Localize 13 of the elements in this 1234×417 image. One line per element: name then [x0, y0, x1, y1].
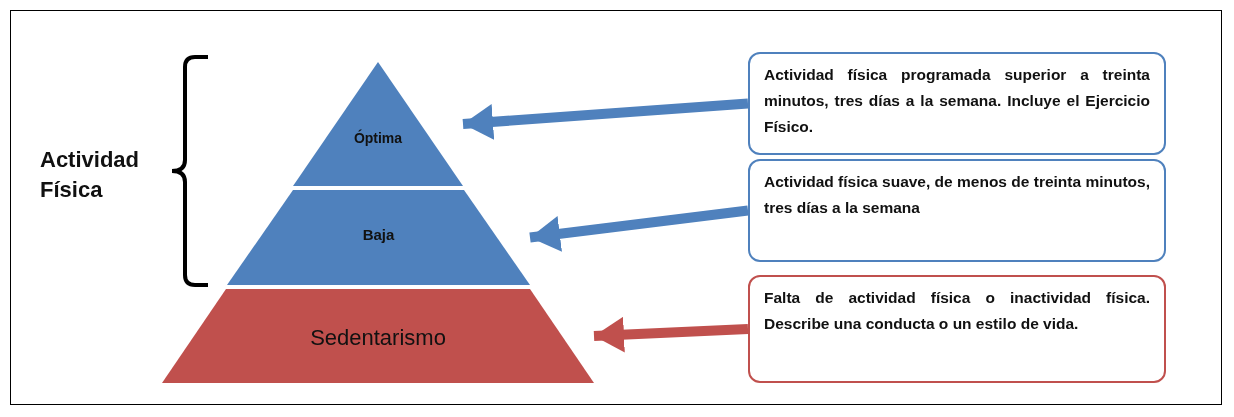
pyramid-middle-level	[227, 190, 530, 285]
level-label: Sedentarismo	[309, 324, 447, 351]
level-label: Óptima	[352, 130, 404, 147]
arrow	[529, 205, 749, 252]
arrow	[593, 316, 749, 353]
level-label: Baja	[361, 226, 396, 244]
pyramid-base-level	[162, 289, 594, 383]
description-box: Actividad física programada superior a treinta minutos, tres días a la semana. Incluye el Ejercicio Físico.	[748, 52, 1166, 155]
description-box: Falta de actividad física o inactividad física. Describe una conducta o un estilo de vida.	[748, 275, 1166, 383]
description-box: Actividad física suave, de menos de treinta minutos, tres días a la semana	[748, 159, 1166, 262]
group-label: Actividad Física	[40, 146, 141, 204]
arrow	[462, 98, 749, 140]
pyramid-top-level	[293, 62, 463, 186]
